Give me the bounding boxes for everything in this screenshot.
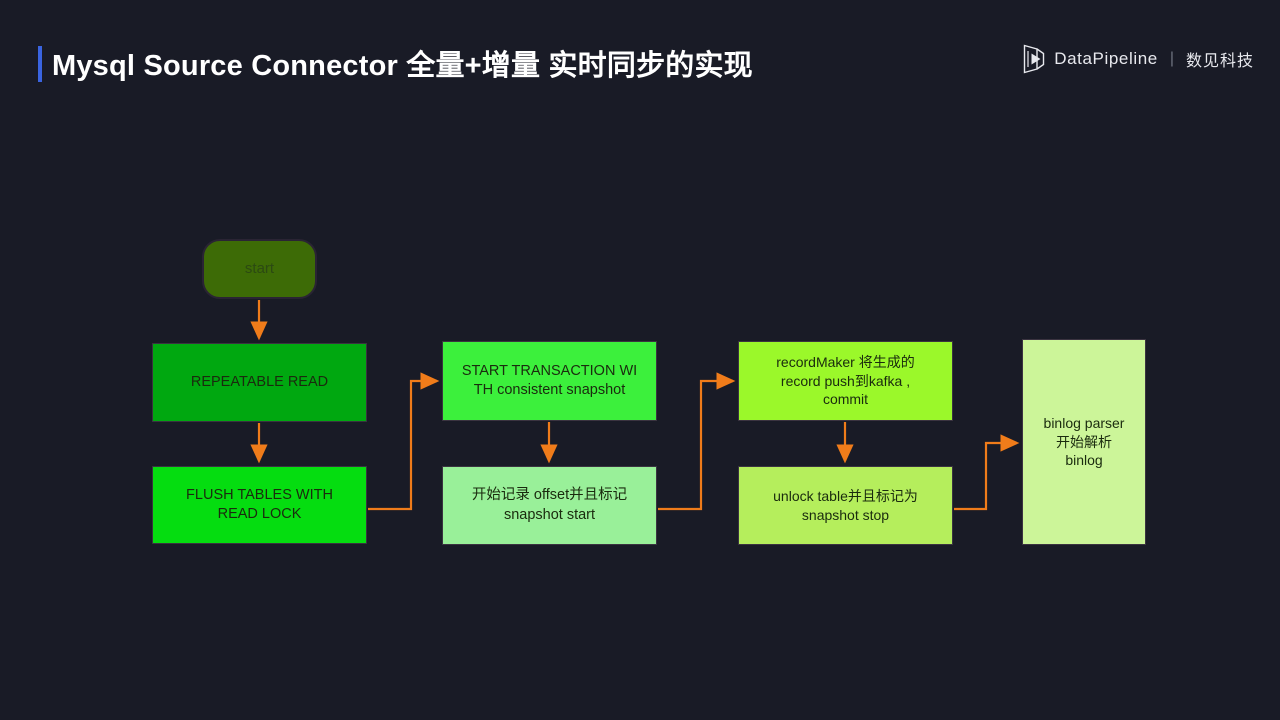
flow-node-start[interactable]: start [202,239,317,299]
flow-node-record-offset[interactable]: 开始记录 offset并且标记 snapshot start [442,466,657,545]
flow-node-unlock-table[interactable]: unlock table并且标记为 snapshot stop [738,466,953,545]
brand-separator: | [1169,50,1174,67]
flow-node-label: FLUSH TABLES WITH READ LOCK [186,486,333,522]
brand-name: DataPipeline [1054,49,1158,68]
edge-unlock-table-to-binlog-parser [954,434,1020,511]
page-title: Mysql Source Connector 全量+增量 实时同步的实现 [52,50,753,82]
flow-node-label: unlock table并且标记为 snapshot stop [773,488,918,523]
title-accent-bar [38,46,42,82]
flow-node-start-transaction[interactable]: START TRANSACTION WI TH consistent snaps… [442,341,657,421]
brand-name-cn: 数见科技 [1185,53,1254,70]
flow-node-label: start [244,260,275,278]
flow-node-flush-tables[interactable]: FLUSH TABLES WITH READ LOCK [152,466,367,544]
edge-record-offset-to-record-maker [658,372,736,511]
flow-node-label: 开始记录 offset并且标记 snapshot start [471,487,628,523]
brand-lockup: DataPipeline | 数见科技 [1023,44,1254,74]
flow-node-label: binlog parser 开始解析 binlog [1043,415,1125,469]
flow-node-binlog-parser[interactable]: binlog parser 开始解析 binlog [1022,339,1146,545]
flow-node-label: REPEATABLE READ [190,373,329,390]
flow-node-record-maker[interactable]: recordMaker 将生成的 record push到kafka , com… [738,341,953,421]
flow-node-label: recordMaker 将生成的 record push到kafka , com… [776,354,915,408]
edge-flush-tables-to-start-transaction [368,372,440,511]
slide-header: Mysql Source Connector 全量+增量 实时同步的实现 Dat… [0,0,1280,110]
flow-node-repeatable-read[interactable]: REPEATABLE READ [152,343,367,422]
datapipeline-logo-icon [1023,44,1045,74]
flow-node-label: START TRANSACTION WI TH consistent snaps… [461,362,638,398]
